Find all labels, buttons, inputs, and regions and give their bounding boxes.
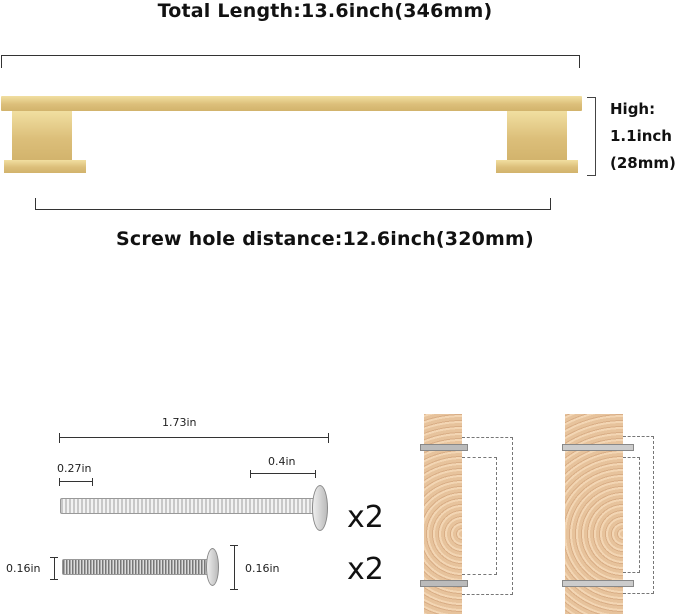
total-length-bracket xyxy=(1,55,580,68)
height-label: High: 1.1inch (28mm) xyxy=(610,96,676,177)
handle-base-right xyxy=(496,160,578,173)
handle-outline-outer xyxy=(462,437,513,595)
install-diagram-thin-panel xyxy=(420,414,520,616)
long-screw-icon xyxy=(60,485,330,535)
short-screw-head-marker xyxy=(230,545,238,590)
handle-outline-inner xyxy=(462,457,497,575)
screw-bottom xyxy=(420,580,468,587)
short-screw-diameter-label: 0.16in xyxy=(6,562,41,575)
height-bracket xyxy=(587,97,596,176)
short-screw-diameter-marker xyxy=(50,557,58,580)
cabinet-handle xyxy=(0,96,584,176)
screw-hole-bracket xyxy=(35,198,551,210)
screw-top xyxy=(562,444,634,451)
long-screw-tip-label: 0.27in xyxy=(57,462,92,475)
short-screw-quantity: x2 xyxy=(347,552,384,587)
handle-post-left xyxy=(12,111,72,161)
long-screw-head-line xyxy=(250,470,316,478)
screw-hole-distance-label: Screw hole distance:12.6inch(320mm) xyxy=(116,228,534,250)
screw-bottom xyxy=(562,580,634,587)
long-screw-head-label: 0.4in xyxy=(268,455,296,468)
short-screw-head-label: 0.16in xyxy=(245,562,280,575)
long-screw-length-label: 1.73in xyxy=(162,416,197,429)
install-diagram-thick-panel xyxy=(560,414,679,616)
handle-bar xyxy=(1,96,582,111)
handle-base-left xyxy=(4,160,86,173)
screw-top xyxy=(420,444,468,451)
short-screw-icon xyxy=(62,546,222,590)
handle-outline-outer xyxy=(623,436,654,594)
handle-outline-inner xyxy=(623,457,640,573)
handle-post-right xyxy=(507,111,567,161)
long-screw-length-line xyxy=(59,433,329,443)
long-screw-quantity: x2 xyxy=(347,500,384,535)
long-screw-tip-line xyxy=(59,478,93,486)
height-label-line-2: 1.1inch xyxy=(610,127,672,145)
height-label-line-1: High: xyxy=(610,100,656,118)
total-length-label: Total Length:13.6inch(346mm) xyxy=(157,0,493,22)
height-label-line-3: (28mm) xyxy=(610,154,676,172)
